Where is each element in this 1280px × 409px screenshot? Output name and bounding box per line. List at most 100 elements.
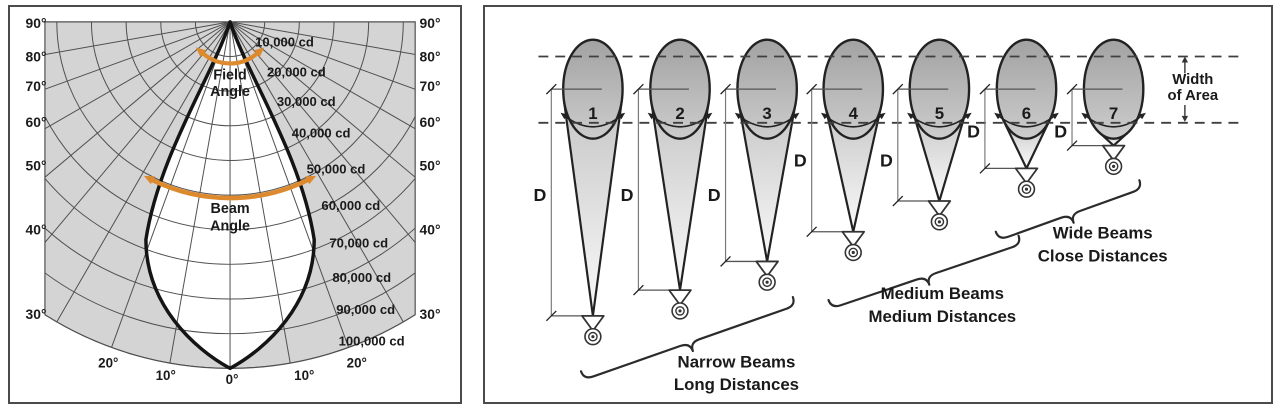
- dimension-tick: [1066, 83, 1078, 95]
- beam-group: 7: [1081, 38, 1146, 147]
- angle-label-right: 50°: [420, 157, 441, 173]
- width-of-area-label: Width: [1172, 72, 1213, 88]
- beam-group-label: Wide Beams: [1053, 224, 1153, 243]
- grid-candela-arc: [56, 21, 404, 196]
- beam-group: 6: [994, 38, 1059, 170]
- angle-label-right: 40°: [420, 222, 441, 238]
- field-angle-label: Field: [213, 67, 246, 83]
- field-angle-arrow-head: [253, 47, 265, 58]
- beam-number: 5: [935, 104, 944, 123]
- spotlight-fixture-icon: [755, 260, 779, 291]
- dimension-group: D: [533, 83, 602, 322]
- width-of-area-label: of Area: [1168, 88, 1219, 104]
- grid-candela-arc: [194, 21, 266, 57]
- beam-angle-arrow: [143, 175, 317, 201]
- beam-angle-label: Beam: [211, 201, 250, 217]
- grid-candela-arc: [44, 21, 416, 265]
- spread-arc-head: [878, 112, 886, 120]
- spread-arc-head: [647, 112, 656, 120]
- angle-label-left: 80°: [26, 48, 47, 64]
- beam-group-label: Medium Distances: [869, 307, 1017, 326]
- field-angle-label: Angle: [210, 84, 250, 100]
- spotlight-fixture-icon: [1101, 144, 1126, 176]
- beam-spread-arc: [912, 116, 967, 128]
- dimension-group: D: [880, 83, 949, 207]
- angle-label-right: 90°: [420, 15, 441, 31]
- beam-spread-arc: [999, 116, 1054, 128]
- group-brace: [827, 234, 1021, 308]
- beam-number: 4: [849, 104, 859, 123]
- distance-d-label: D: [708, 185, 721, 205]
- dimension-group: D: [621, 83, 689, 296]
- spread-arc-head: [1051, 112, 1059, 120]
- beam-spread-arc: [1086, 116, 1141, 128]
- plot-region-outline: [44, 21, 416, 369]
- grid-candela-arc: [44, 21, 416, 300]
- beam-spread-arc: [739, 116, 795, 128]
- grid-candela-arc: [125, 21, 335, 127]
- group-brace: [579, 295, 795, 379]
- candela-label: 20,000 cd: [267, 64, 326, 79]
- group-brace: [994, 179, 1142, 239]
- spread-arc-head: [1081, 112, 1089, 120]
- spread-arc-head: [792, 112, 800, 120]
- angle-label-left: 30°: [26, 306, 47, 322]
- distance-d-label: D: [533, 185, 546, 205]
- angle-label-right: 70°: [420, 78, 441, 94]
- field-angle-arrow-head: [195, 47, 207, 58]
- angle-label-bottom: 20°: [347, 355, 367, 370]
- dimension-tick: [1066, 140, 1078, 152]
- beam-number: 2: [675, 104, 684, 123]
- polar-grid: [44, 21, 416, 369]
- dimension-tick: [979, 83, 991, 95]
- candela-label: 90,000 cd: [336, 302, 395, 317]
- distance-d-label: D: [794, 150, 807, 170]
- beam-group: 2: [647, 38, 713, 292]
- candela-label: 10,000 cd: [255, 35, 314, 50]
- candela-label: 60,000 cd: [321, 198, 380, 213]
- grid-candela-arc: [160, 21, 300, 92]
- angle-label-bottom: 20°: [98, 355, 118, 370]
- beam-spread-arc: [652, 116, 708, 128]
- dimension-tick: [892, 195, 904, 207]
- spread-arc-head: [560, 112, 568, 120]
- candela-label: 30,000 cd: [277, 94, 336, 109]
- grid-candela-arc: [90, 21, 370, 161]
- beam-group-label: Long Distances: [674, 375, 799, 394]
- spotlight-fixture-icon: [581, 314, 605, 346]
- distance-d-label: D: [880, 150, 893, 170]
- beam-curve-outline: [144, 20, 316, 371]
- distance-d-label: D: [967, 122, 980, 142]
- beam-group: 1: [560, 38, 626, 317]
- beam-angle-label: Angle: [210, 219, 250, 235]
- angle-label-bottom: 10°: [294, 368, 314, 383]
- beam-number: 6: [1022, 104, 1031, 123]
- candela-label: 70,000 cd: [329, 236, 388, 251]
- grid-candela-arc: [44, 21, 416, 335]
- dimension-tick: [892, 83, 904, 95]
- spotlight-fixture-icon: [841, 230, 866, 262]
- spread-arc-head: [964, 112, 972, 120]
- dimension-tick: [806, 226, 818, 238]
- angle-label-bottom: 10°: [156, 368, 176, 383]
- dimension-tick: [545, 310, 557, 322]
- spotlight-fixture-icon: [668, 289, 692, 320]
- dimension-tick: [720, 83, 731, 95]
- dimension-tick: [633, 284, 644, 296]
- width-arrow-down-icon: [1181, 115, 1189, 122]
- angle-label-right: 80°: [420, 48, 441, 64]
- spread-arc-head: [820, 112, 829, 120]
- candela-label: 40,000 cd: [292, 126, 351, 141]
- beam-group: 4: [820, 38, 886, 233]
- beam-group: 5: [907, 38, 972, 203]
- beam-spread-arc: [826, 116, 881, 128]
- width-arrow-up-icon: [1181, 56, 1189, 63]
- angle-label-left: 90°: [26, 15, 47, 31]
- dimension-group: D: [967, 83, 1036, 174]
- spotlight-fixture-icon: [927, 200, 952, 231]
- beam-angle-arrow-head: [305, 175, 317, 185]
